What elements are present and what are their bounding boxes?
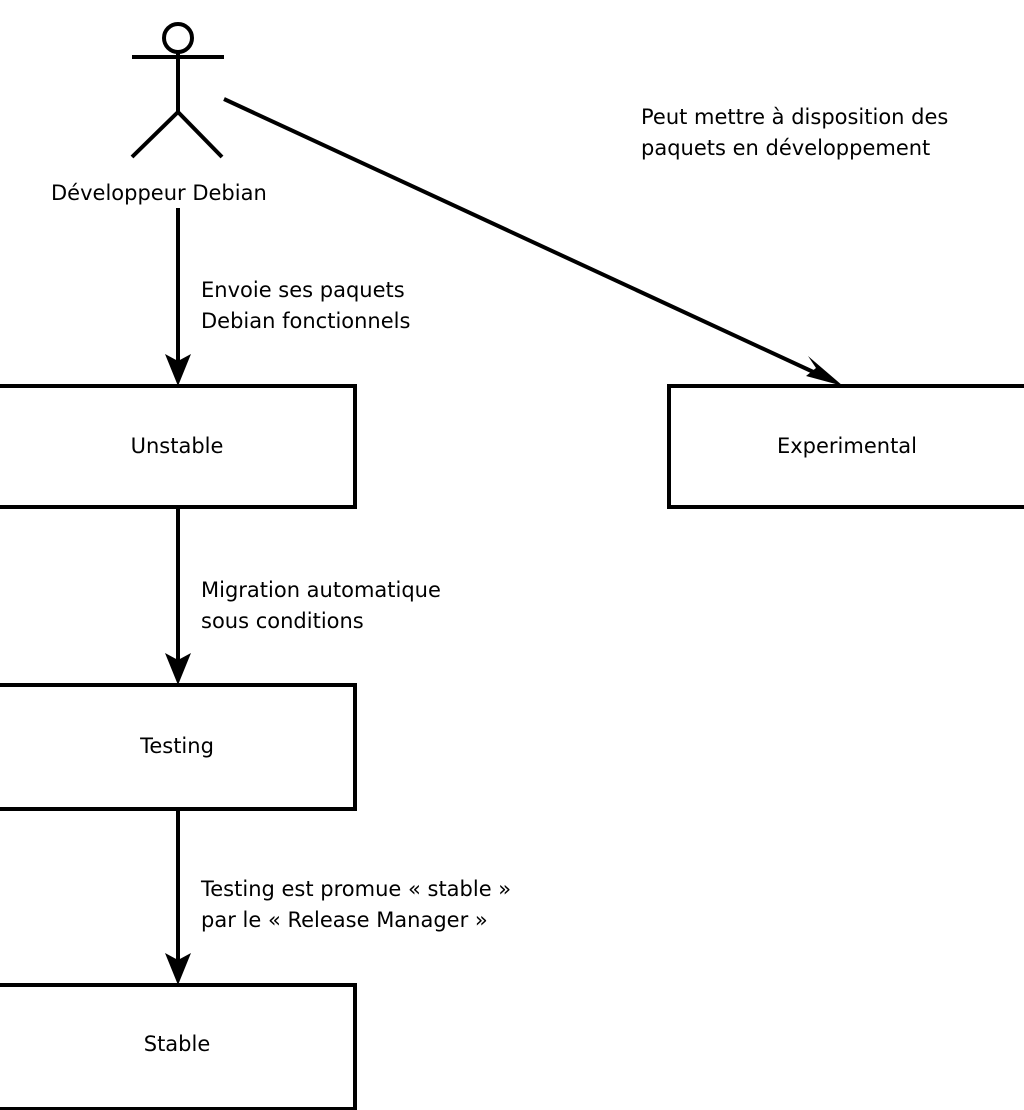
- node-stable-label: Stable: [144, 1032, 211, 1056]
- edge-label-testing-to-stable-line2: par le « Release Manager »: [201, 908, 488, 932]
- node-testing-rect[interactable]: [0, 683, 357, 811]
- edge-label-dev-to-experimental-line2: paquets en développement: [641, 136, 930, 160]
- arrow-head-icon: [165, 354, 191, 386]
- arrow-head-icon: [806, 356, 843, 386]
- node-stable[interactable]: Stable: [0, 983, 357, 1110]
- edge-label-dev-to-experimental-line1: Peut mettre à disposition des: [641, 105, 948, 129]
- stick-figure-actor-icon: [130, 22, 224, 159]
- actor-label: Développeur Debian: [51, 181, 267, 205]
- node-experimental-rect[interactable]: [667, 384, 1024, 509]
- arrow-head-icon: [165, 953, 191, 985]
- node-experimental[interactable]: Experimental: [667, 384, 1024, 509]
- node-testing[interactable]: Testing: [0, 683, 357, 811]
- node-unstable[interactable]: Unstable: [0, 384, 357, 509]
- edge-label-dev-to-unstable-line2: Debian fonctionnels: [201, 309, 410, 333]
- node-unstable-rect[interactable]: [0, 384, 357, 509]
- edge-label-dev-to-unstable-line1: Envoie ses paquets: [201, 278, 405, 302]
- edge-unstable-to-testing: [165, 507, 191, 685]
- node-unstable-label: Unstable: [131, 434, 224, 458]
- edge-label-unstable-to-testing-line2: sous conditions: [201, 609, 364, 633]
- node-stable-rect[interactable]: [0, 983, 357, 1110]
- node-experimental-label: Experimental: [777, 434, 917, 458]
- arrow-head-icon: [165, 653, 191, 685]
- edge-dev-to-experimental: [223, 97, 843, 386]
- edge-testing-to-stable: [165, 809, 191, 985]
- node-testing-label: Testing: [139, 734, 214, 758]
- edge-dev-to-unstable: [165, 208, 191, 386]
- edge-label-testing-to-stable-line1: Testing est promue « stable »: [200, 877, 511, 901]
- edge-label-unstable-to-testing-line1: Migration automatique: [201, 578, 441, 602]
